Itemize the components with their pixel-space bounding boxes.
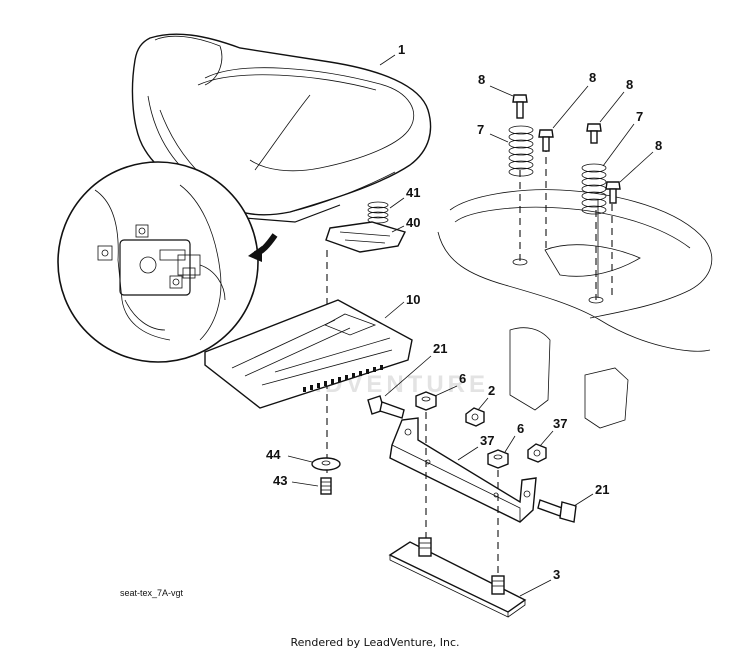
seat-bracket-part-2[interactable] (389, 417, 537, 523)
bolt-part-43[interactable] (320, 477, 332, 495)
callout-6-a: 6 (459, 371, 466, 386)
spring-part-7-b[interactable] (581, 163, 607, 215)
bolt-part-21-b[interactable] (537, 499, 577, 523)
callout-41: 41 (406, 185, 420, 200)
washer-part-44[interactable] (311, 457, 341, 471)
footer-credit: Rendered by LeadVenture, Inc. (290, 636, 460, 649)
callout-43: 43 (273, 473, 287, 488)
callout-7-a: 7 (477, 122, 484, 137)
spring-part-41[interactable] (367, 201, 389, 224)
bolt-part-8-a[interactable] (512, 94, 528, 119)
callout-6-b: 6 (517, 421, 524, 436)
bolt-part-8-d[interactable] (605, 181, 621, 204)
seat-pan-part-10[interactable] (204, 299, 413, 409)
callout-37-b: 37 (553, 416, 567, 431)
nut-part-37-a[interactable] (465, 407, 485, 427)
nut-part-6-a[interactable] (415, 391, 437, 411)
callout-21-a: 21 (433, 341, 447, 356)
seat-part-1[interactable] (131, 33, 432, 223)
callout-10: 10 (406, 292, 420, 307)
callout-7-b: 7 (636, 109, 643, 124)
callout-37-a: 2 (488, 383, 495, 398)
bolt-part-8-c[interactable] (586, 123, 602, 144)
spring-part-7-a[interactable] (508, 125, 534, 177)
callout-1: 1 (398, 42, 405, 57)
callout-8-b: 8 (589, 70, 596, 85)
nut-part-37-b[interactable] (527, 443, 547, 463)
callout-8-d: 8 (655, 138, 662, 153)
callout-44: 44 (266, 447, 281, 462)
bolt-part-8-b[interactable] (538, 129, 554, 152)
nut-part-6-b[interactable] (487, 449, 509, 469)
callout-8-a: 8 (478, 72, 485, 87)
diagram-caption: seat-tex_7A-vgt (120, 588, 184, 598)
callout-8-c: 8 (626, 77, 633, 92)
callout-21-b: 21 (595, 482, 609, 497)
callout-3: 3 (553, 567, 560, 582)
latch-bracket-part-40[interactable] (325, 221, 406, 253)
callout-2: 37 (480, 433, 494, 448)
base-plate-part-3[interactable] (388, 537, 527, 618)
detail-inset (57, 161, 259, 363)
bolt-part-21-a[interactable] (367, 395, 405, 419)
callout-40: 40 (406, 215, 420, 230)
